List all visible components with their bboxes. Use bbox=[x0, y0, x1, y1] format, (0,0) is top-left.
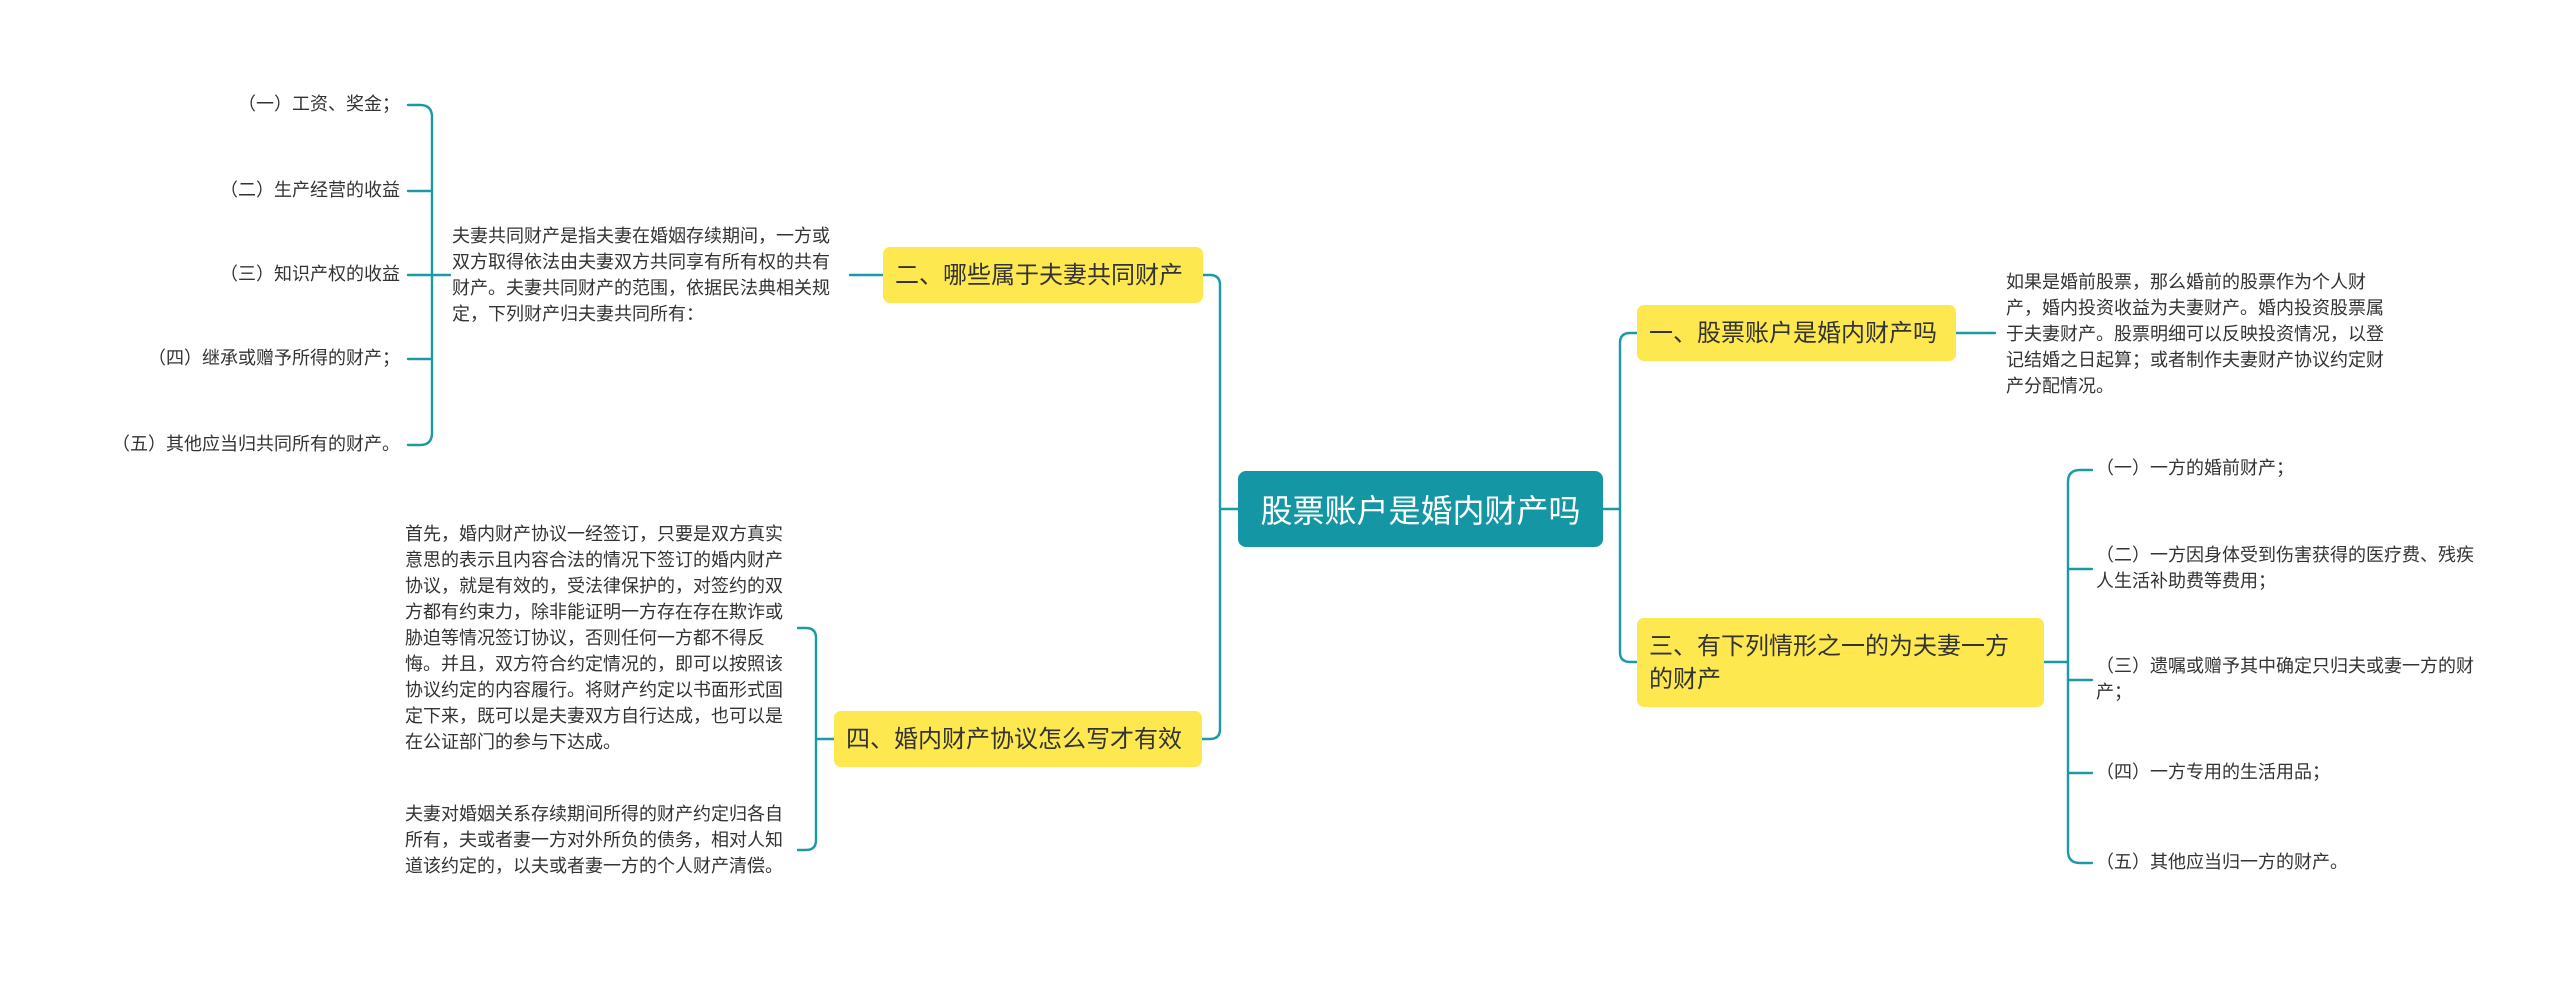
t2-item-5: （五）其他应当归共同所有的财产。 bbox=[112, 434, 400, 455]
connector-t4-bracket bbox=[796, 626, 836, 852]
t2-item-1: （一）工资、奖金； bbox=[238, 94, 400, 115]
t3-item-5: （五）其他应当归一方的财产。 bbox=[2096, 852, 2348, 873]
connector-root-right bbox=[1601, 331, 1639, 664]
t3-item-3: （三）遗嘱或赠予其中确定只归夫或妻一方的财产； bbox=[2096, 656, 2474, 703]
topic-personal-property[interactable]: 三、有下列情形之一的为夫妻一方的财产 bbox=[1637, 618, 2044, 707]
t4-detail-1: 首先，婚内财产协议一经签订，只要是双方真实意思的表示且内容合法的情况下签订的婚内… bbox=[405, 524, 783, 753]
t3-item-2: （二）一方因身体受到伤害获得的医疗费、残疾人生活补助费等费用； bbox=[2096, 545, 2474, 592]
root-topic[interactable]: 股票账户是婚内财产吗 bbox=[1238, 471, 1603, 547]
t2-detail-text: 夫妻共同财产是指夫妻在婚姻存续期间，一方或双方取得依法由夫妻双方共同享有所有权的… bbox=[452, 226, 830, 325]
t2-item-2: （二）生产经营的收益 bbox=[220, 180, 400, 201]
t2-item-4: （四）继承或赠予所得的财产； bbox=[148, 348, 400, 369]
t2-item-3: （三）知识产权的收益 bbox=[220, 264, 400, 285]
t3-item-1: （一）一方的婚前财产； bbox=[2096, 458, 2294, 479]
topic-prenup-validity[interactable]: 四、婚内财产协议怎么写才有效 bbox=[834, 711, 1202, 767]
t1-detail-text: 如果是婚前股票，那么婚前的股票作为个人财产，婚内投资收益为夫妻财产。婚内投资股票… bbox=[2006, 272, 2384, 397]
t3-item-4: （四）一方专用的生活用品； bbox=[2096, 762, 2330, 783]
connector-t3-bracket bbox=[2042, 468, 2094, 865]
connector-root-left bbox=[1200, 273, 1240, 741]
connector-t2-bracket bbox=[406, 103, 452, 447]
t4-detail-2: 夫妻对婚姻关系存续期间所得的财产约定归各自所有，夫或者妻一方对外所负的债务，相对… bbox=[405, 804, 783, 877]
topic-stock-account[interactable]: 一、股票账户是婚内财产吗 bbox=[1637, 305, 1956, 361]
topic-common-property[interactable]: 二、哪些属于夫妻共同财产 bbox=[883, 247, 1203, 303]
